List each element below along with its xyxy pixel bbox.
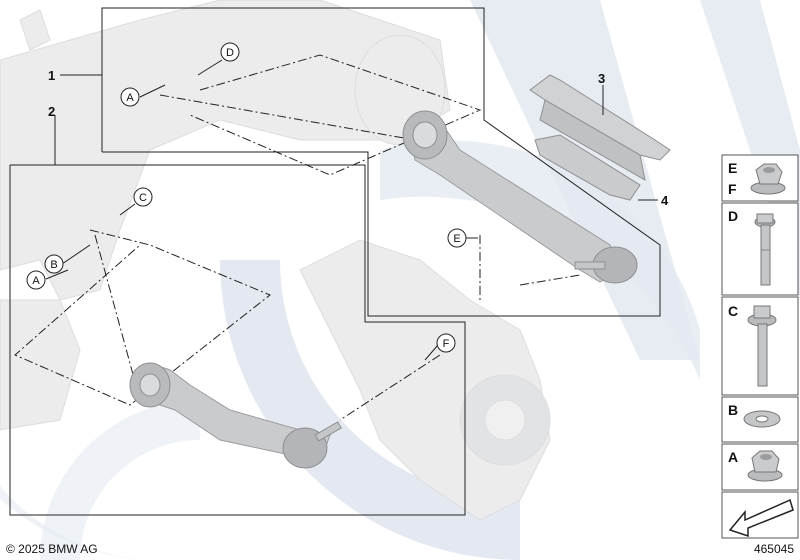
washer-b-icon <box>743 410 781 428</box>
callout-d: D <box>226 47 234 59</box>
callout-c: C <box>139 192 147 204</box>
callout-1: 1 <box>48 68 55 83</box>
navigation-arrow-icon <box>728 498 794 538</box>
copyright-text: © 2025 BMW AG <box>6 542 98 556</box>
cover-part-3 <box>529 74 671 181</box>
subframe-ghost <box>0 0 551 521</box>
frame-2-outline <box>9 164 466 516</box>
callout-f: F <box>443 338 450 350</box>
lower-control-arm <box>129 362 342 469</box>
upper-control-arm <box>402 110 638 284</box>
frame-1-outline <box>101 7 661 317</box>
callout-a-upper: A <box>126 92 134 104</box>
panel-label-c: C <box>728 303 738 319</box>
flange-nut-icon <box>750 163 786 195</box>
panel-label-f: F <box>728 181 737 197</box>
bolt-d-icon <box>754 213 776 286</box>
callout-4: 4 <box>661 193 669 208</box>
panel-label-e: E <box>728 160 737 176</box>
callout-leaders <box>45 59 658 361</box>
callout-3: 3 <box>598 71 605 86</box>
callout-b: B <box>50 259 57 271</box>
panel-label-d: D <box>728 208 738 224</box>
callout-a-lower: A <box>32 275 40 287</box>
callout-e: E <box>453 233 460 245</box>
bolt-c-icon <box>747 305 777 387</box>
diagram-number: 465045 <box>753 542 794 556</box>
callout-2: 2 <box>48 104 55 119</box>
circle-callouts <box>26 42 467 353</box>
panel-label-a: A <box>728 449 738 465</box>
cover-part-4 <box>534 134 641 201</box>
panel-label-b: B <box>728 402 738 418</box>
assembly-lines <box>14 54 581 421</box>
nut-a-icon <box>747 450 783 482</box>
